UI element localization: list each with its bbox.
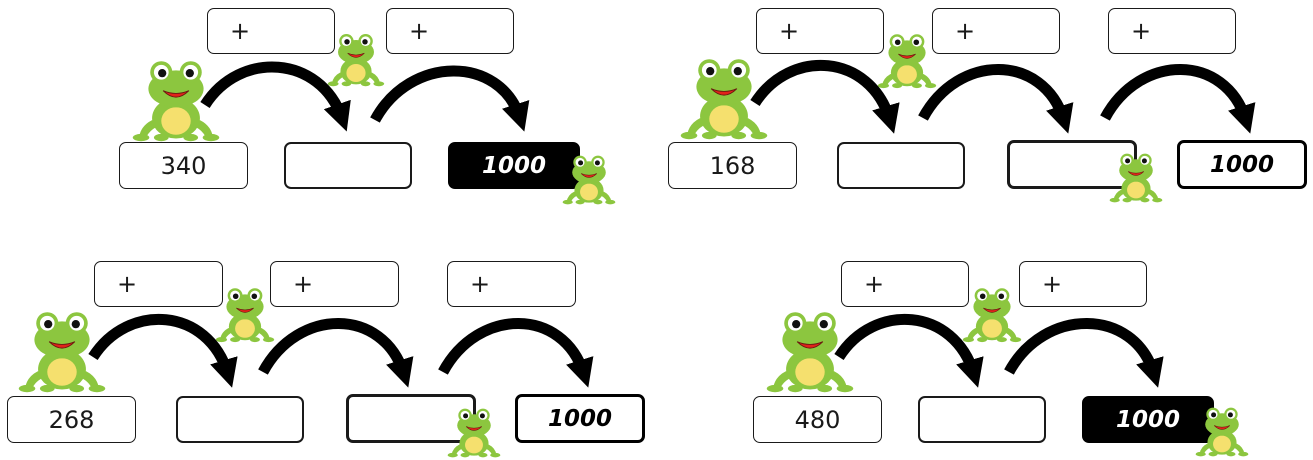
target-box: 1000 xyxy=(448,142,580,189)
frog-icon xyxy=(561,150,617,206)
plus-sign: + xyxy=(470,270,491,298)
jump-arrow-icon xyxy=(750,59,900,134)
target-box: 1000 xyxy=(1082,396,1214,443)
start-number: 268 xyxy=(48,405,95,434)
plus-sign: + xyxy=(1131,17,1152,45)
operation-box[interactable]: + xyxy=(270,261,399,307)
jump-arrow-icon xyxy=(200,61,351,132)
plus-sign: + xyxy=(293,270,314,298)
target-box: 1000 xyxy=(1177,140,1307,189)
operation-box[interactable]: + xyxy=(1019,261,1147,307)
plus-sign: + xyxy=(955,17,976,45)
start-number: 480 xyxy=(794,405,841,434)
answer-box[interactable] xyxy=(918,396,1046,443)
start-number: 340 xyxy=(160,151,207,180)
jump-arrow-icon xyxy=(1100,64,1256,134)
start-number: 168 xyxy=(709,151,756,180)
target-number: 1000 xyxy=(1209,151,1274,178)
operation-box[interactable]: + xyxy=(447,261,576,307)
answer-box[interactable] xyxy=(837,142,965,189)
frog-icon xyxy=(1108,148,1164,204)
target-box: 1000 xyxy=(515,394,645,443)
operation-box[interactable]: + xyxy=(932,8,1060,54)
answer-box[interactable] xyxy=(346,394,476,443)
jump-arrow-icon xyxy=(918,64,1074,134)
answer-box[interactable] xyxy=(1007,140,1137,189)
target-number: 1000 xyxy=(547,405,612,432)
frog-icon xyxy=(446,403,502,459)
start-number-box: 168 xyxy=(668,142,797,189)
jump-arrow-icon xyxy=(258,318,414,388)
operation-box[interactable]: + xyxy=(94,261,223,307)
start-number-box: 340 xyxy=(119,142,248,189)
jump-arrow-icon xyxy=(834,313,984,388)
operation-box[interactable]: + xyxy=(386,8,514,54)
plus-sign: + xyxy=(117,270,138,298)
jump-arrow-icon xyxy=(438,318,594,388)
operation-box[interactable]: + xyxy=(207,8,335,54)
jump-arrow-icon xyxy=(88,313,238,388)
plus-sign: + xyxy=(779,17,800,45)
jump-arrow-icon xyxy=(1004,318,1164,388)
operation-box[interactable]: + xyxy=(1108,8,1236,54)
operation-box[interactable]: + xyxy=(756,8,884,54)
plus-sign: + xyxy=(230,17,251,45)
plus-sign: + xyxy=(864,270,885,298)
start-number-box: 480 xyxy=(753,396,882,443)
answer-box[interactable] xyxy=(284,142,412,189)
plus-sign: + xyxy=(1042,270,1063,298)
start-number-box: 268 xyxy=(7,396,136,443)
answer-box[interactable] xyxy=(176,396,304,443)
operation-box[interactable]: + xyxy=(841,261,969,307)
jump-arrow-icon xyxy=(370,65,530,132)
target-number: 1000 xyxy=(481,152,546,179)
frog-icon xyxy=(1194,402,1250,458)
plus-sign: + xyxy=(409,17,430,45)
target-number: 1000 xyxy=(1115,406,1180,433)
